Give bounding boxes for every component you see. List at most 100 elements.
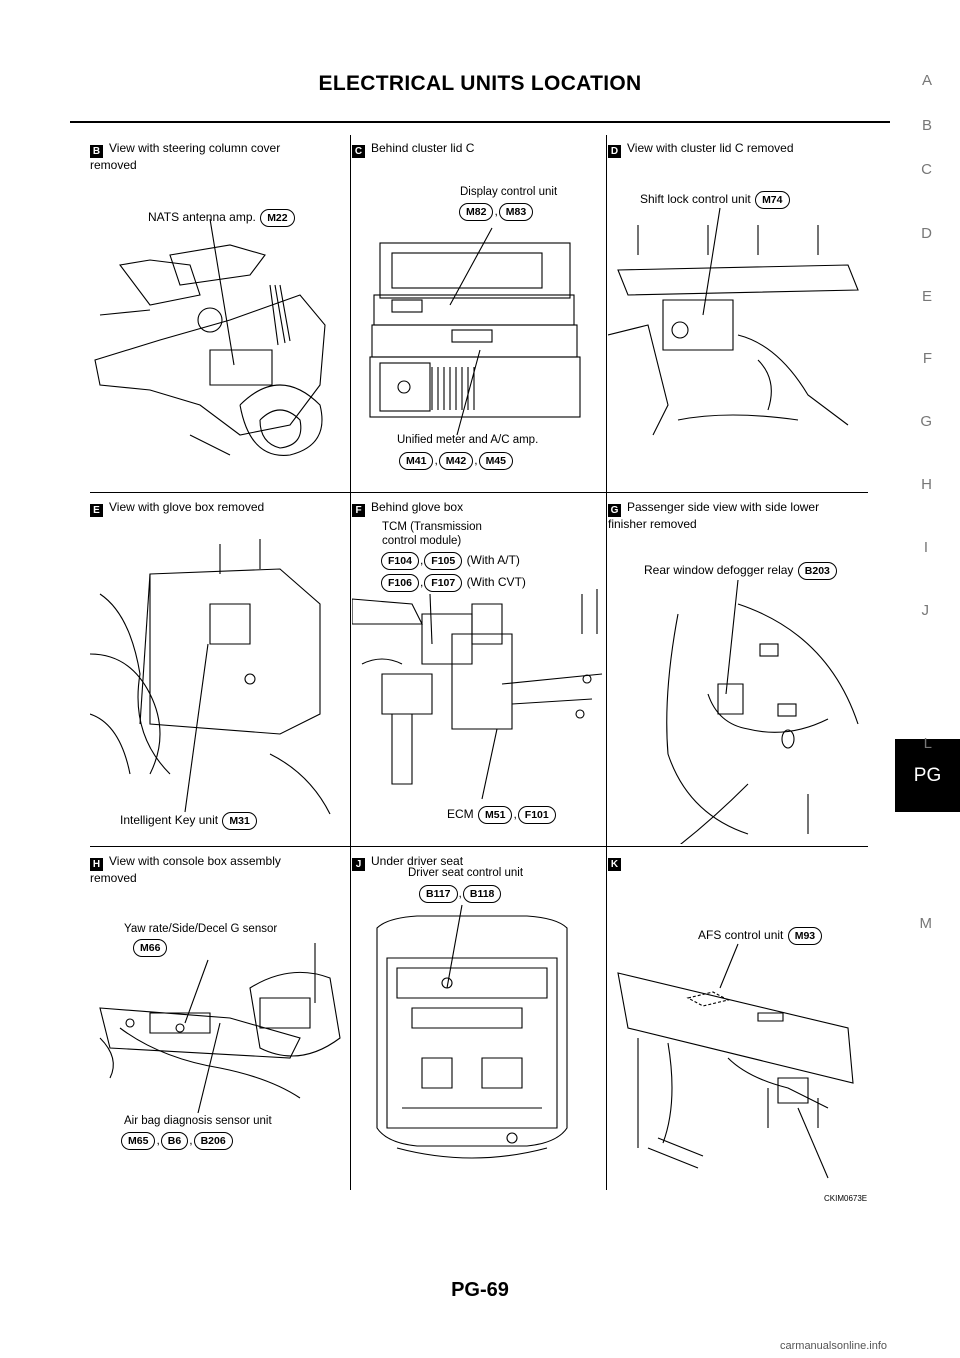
connector-badge: M65 [121, 1132, 156, 1150]
page-number: PG-69 [451, 1279, 509, 1301]
panel-badge: K [608, 858, 621, 871]
tab-i[interactable]: I [923, 539, 928, 556]
component-callout: Rear window defogger relay B203 [644, 562, 838, 580]
component-callout: AFS control unit M93 [698, 927, 823, 945]
grid-divider [606, 135, 607, 1190]
panel-badge: G [608, 504, 621, 517]
connector-badge: B118 [462, 885, 502, 903]
component-callout: ECM M51,F101 [447, 806, 557, 824]
tab-f[interactable]: F [922, 350, 932, 367]
tab-b[interactable]: B [921, 117, 932, 134]
tab-h[interactable]: H [921, 476, 932, 493]
tab-pg-active[interactable]: PG [895, 739, 960, 812]
connector-badge: B117 [419, 885, 458, 903]
connector-badge: M66 [133, 939, 168, 957]
grid-divider [90, 492, 868, 493]
connector-badge: M31 [222, 812, 257, 830]
tab-c[interactable]: C [921, 161, 932, 178]
connector-badge: F101 [517, 806, 556, 824]
component-label: NATS antenna amp. [148, 210, 256, 224]
tab-d[interactable]: D [921, 225, 932, 242]
panel-j: J Under driver seat Driver seat control u… [352, 848, 604, 1190]
seat-unit-illustration [376, 904, 568, 1159]
panel-d: D View with cluster lid C removed Shift l… [608, 135, 868, 490]
tab-g[interactable]: G [920, 413, 932, 430]
connector-badge: F106 [381, 574, 419, 592]
panel-badge: D [608, 145, 621, 158]
component-label: Display control unit [460, 186, 558, 198]
connector-badge: M45 [478, 452, 513, 470]
afs-unit-illustration [617, 943, 854, 1179]
connector-group: M41,M42,M45 [398, 452, 514, 470]
connector-badge: F104 [381, 552, 419, 570]
component-callout: Intelligent Key unit M31 [120, 812, 258, 830]
connector-badge: F105 [424, 552, 463, 570]
variant-note: (With A/T) [466, 553, 520, 567]
connector-badge: B203 [797, 562, 837, 580]
connector-group: M66 [132, 939, 168, 957]
component-label: Unified meter and A/C amp. [397, 434, 539, 446]
panel-k: K AFS control unit M93 [608, 848, 868, 1190]
panel-heading-text: Behind glove box [371, 500, 464, 514]
component-label: AFS control unit [698, 928, 784, 942]
figure-code: CKIM0673E [824, 1194, 868, 1203]
component-label: Air bag diagnosis sensor unit [124, 1115, 272, 1127]
component-label: Intelligent Key unit [120, 813, 219, 827]
component-label: Driver seat control unit [408, 867, 524, 879]
component-label: Rear window defogger relay [644, 563, 794, 577]
tab-e[interactable]: E [921, 288, 932, 305]
tab-m[interactable]: M [919, 915, 933, 932]
panel-heading: J Under driver seat [352, 854, 463, 871]
connector-badge: B6 [160, 1132, 189, 1150]
glove-box-illustration [90, 539, 331, 815]
panel-f: F Behind glove box TCM (Transmission cont… [352, 494, 604, 844]
panel-badge: C [352, 145, 365, 158]
component-callout: NATS antenna amp. M22 [148, 209, 296, 227]
connector-group: B117,B118 [418, 885, 502, 903]
panel-heading-text: View with cluster lid C removed [627, 141, 794, 155]
panel-heading: C Behind cluster lid C [352, 141, 474, 158]
connector-badge: B206 [193, 1132, 233, 1150]
panel-heading: F Behind glove box [352, 500, 463, 517]
variant-note: (With CVT) [466, 575, 526, 589]
tab-j[interactable]: J [921, 602, 930, 619]
connector-badge: M82 [459, 203, 494, 221]
connector-badge: M42 [438, 452, 474, 470]
panel-badge: H [90, 858, 103, 871]
connector-badge: M74 [755, 191, 790, 209]
connector-badge: M51 [478, 806, 513, 824]
component-callout: Shift lock control unit M74 [640, 191, 791, 209]
panel-heading-text: View with glove box removed [109, 500, 265, 514]
connector-badge: M93 [787, 927, 823, 945]
connector-badge: M83 [498, 203, 534, 221]
steering-column-illustration [94, 218, 326, 456]
shift-lock-illustration [608, 207, 859, 436]
panel-heading-text: Behind cluster lid C [371, 141, 475, 155]
watermark: carmanualsonline.info [780, 1340, 888, 1352]
component-label: ECM [447, 807, 474, 821]
console-sensors-illustration [99, 943, 341, 1114]
component-label: TCM (Transmission control module) [382, 521, 482, 547]
panel-heading-text: Passenger side view with side lower fini… [608, 500, 820, 531]
tab-a[interactable]: A [921, 72, 932, 89]
panel-heading-text: Under driver seat [371, 854, 464, 868]
panel-badge: B [90, 145, 103, 158]
connector-group: M65,B6,B206 [120, 1132, 234, 1150]
panel-badge: J [352, 858, 365, 871]
connector-group: M82,M83 [458, 203, 534, 221]
panel-heading-text: View with console box assembly removed [90, 854, 281, 885]
connector-badge: M22 [260, 209, 295, 227]
panel-badge: F [352, 504, 365, 517]
defogger-relay-illustration [666, 579, 859, 844]
panel-c: C Behind cluster lid C Display control un… [352, 135, 604, 490]
cluster-unit-illustration [369, 227, 581, 436]
connector-group: F104,F105 (With A/T) [380, 552, 520, 570]
tab-l[interactable]: L [923, 735, 932, 752]
